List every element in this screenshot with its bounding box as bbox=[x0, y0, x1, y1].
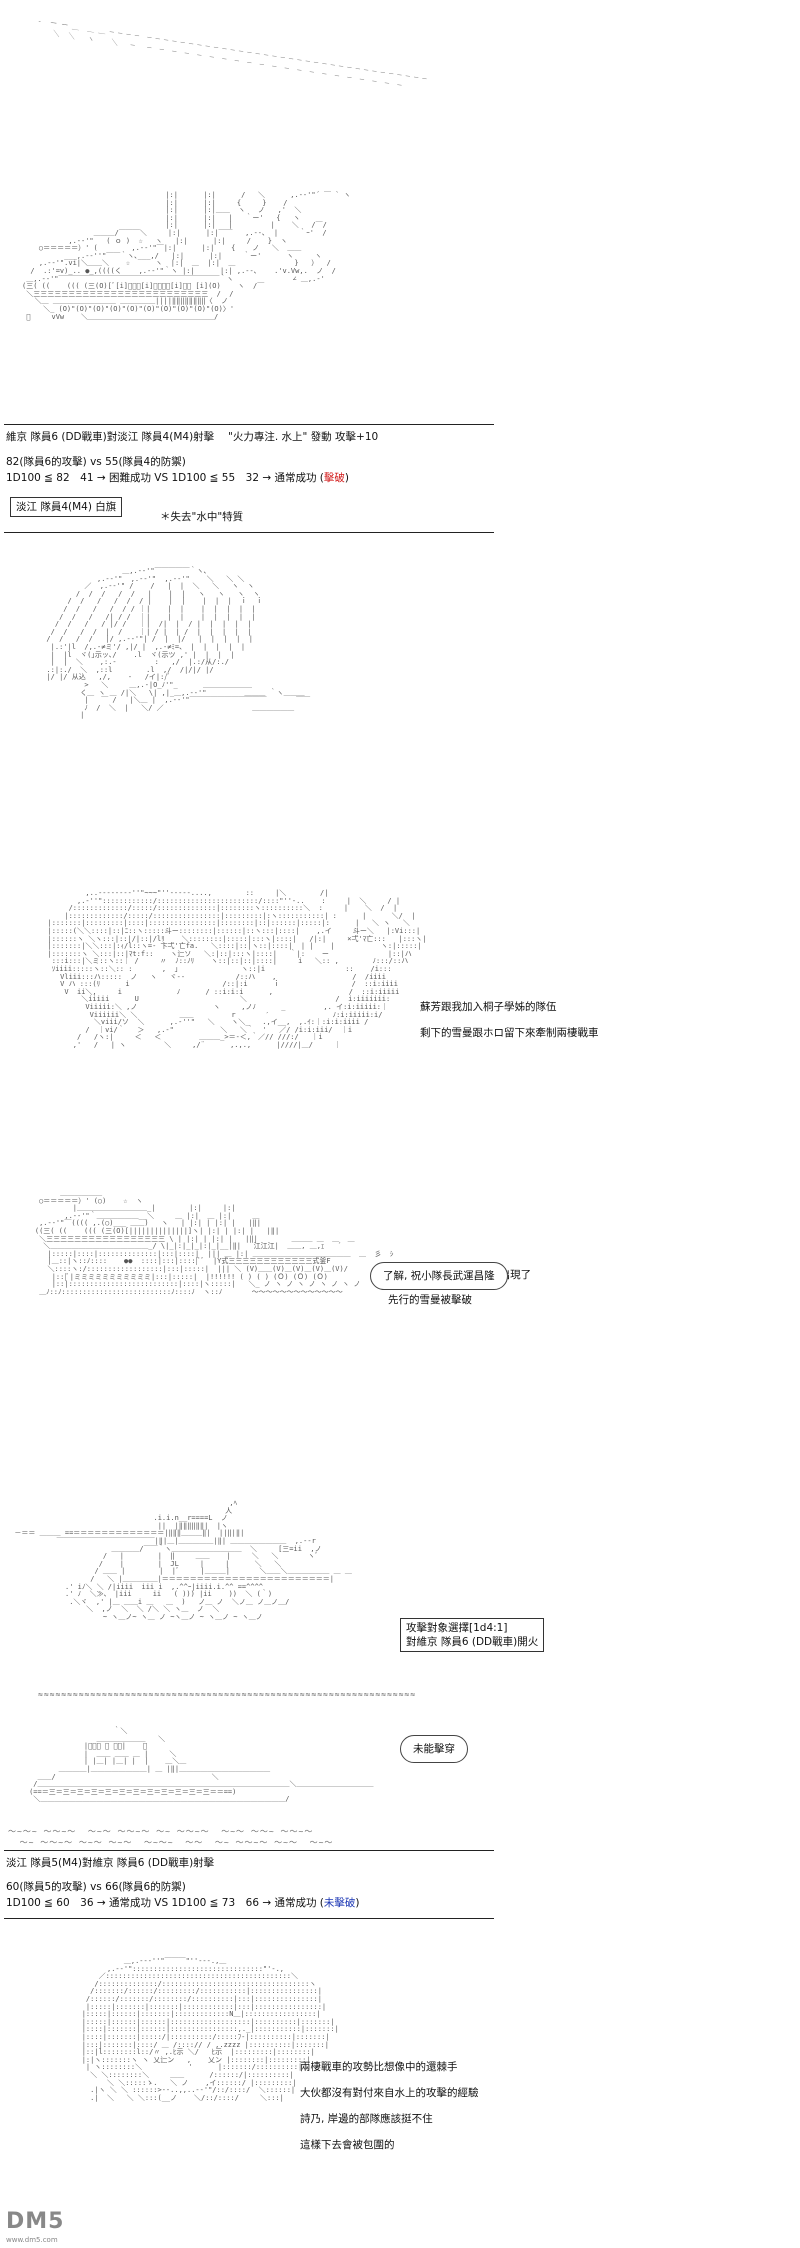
tank-hull-art: ｀＼ ＿＿＿＿＿＿＿ ＼ |ﾞ￣￣ ￣ ￣￣| ＼ | ＿＿ ＿＿ ＿ | ＼ … bbox=[29, 1727, 374, 1804]
narration-line: 這樣下去會被包圍的 bbox=[300, 2139, 395, 2151]
speech-bubble: 未能擊穿 bbox=[400, 1735, 468, 1763]
white-flag-box: 淡江 隊員4(M4) 白旗 bbox=[10, 497, 123, 517]
tank-aiming-art: ,ﾍ 人 .i.i.n__r====L ノ || |‖‖‖‖‖‖| |ヽ －＝＝… bbox=[14, 1499, 352, 1621]
result-destroyed: 擊破 bbox=[323, 472, 345, 484]
roll-line: 1D100 ≦ 60 36 → 通常成功 VS 1D100 ≦ 73 66 → … bbox=[6, 1896, 360, 1910]
wave-line: ≈≈≈≈≈≈≈≈≈≈≈≈≈≈≈≈≈≈≈≈≈≈≈≈≈≈≈≈≈≈≈≈≈≈≈≈≈≈≈≈… bbox=[38, 1690, 417, 1699]
two-girls-art: ,..-----‐‐‐''"~~~"''‐‐---...., :: |＼ /| … bbox=[47, 889, 427, 1049]
battle-line: 維京 隊員6 (DD戰車)對淡江 隊員4(M4)射擊 "火力專注. 水上" 發動… bbox=[6, 431, 379, 443]
roll-text: 1D100 ≦ 82 41 → 困難成功 VS 1D100 ≦ 55 32 → … bbox=[6, 472, 324, 484]
divider bbox=[4, 1850, 494, 1851]
roll-line: 1D100 ≦ 82 41 → 困難成功 VS 1D100 ≦ 55 32 → … bbox=[6, 471, 349, 485]
narration-line: 蘇芳跟我加入桐子學姊的隊伍 bbox=[420, 1001, 557, 1013]
stat-line: 82(隊員6的攻擊) vs 55(隊員4的防禦) bbox=[6, 456, 186, 468]
worried-girl-art: ＿,.-‐‐''"￣￣￣"''‐‐-.,＿ ,.-‐'"::::::::::::… bbox=[81, 1957, 339, 2102]
roll-text: 1D100 ≦ 60 36 → 通常成功 VS 1D100 ≦ 73 66 → … bbox=[6, 1897, 324, 1909]
battle-line: 淡江 隊員5(M4)對維京 隊員6 (DD戰車)射擊 bbox=[6, 1857, 215, 1869]
divider bbox=[4, 424, 494, 425]
target-fire: 對維京 隊員6 (DD戰車)開火 bbox=[406, 1636, 539, 1648]
site-url: www.dm5.com bbox=[6, 2236, 58, 2244]
stat-line: 60(隊員5的攻擊) vs 66(隊員6的防禦) bbox=[6, 1881, 186, 1893]
water-surface: ～~～~ ～～~～ ～~～ ～～~～ ～~ ～～~～ ～~～ ～～~ ～～~～ … bbox=[8, 1827, 334, 1847]
speech-bubble: 了解, 祝小隊長武運昌隆 bbox=[370, 1262, 508, 1290]
narration-line: 大伙都沒有對付來自水上的攻擊的經驗 bbox=[300, 2087, 479, 2099]
roll-close: ) bbox=[355, 1897, 360, 1909]
narration-line: 詩乃, 岸邊的部隊應該挺不住 bbox=[300, 2113, 433, 2125]
tank-firing-art: |:| |:| / ＼ ,.-‐'"´ ￣ ` ヽ |:| |:| { } / … bbox=[22, 191, 351, 321]
narration-line: 兩棲戰車的攻勢比想像中的還棘手 bbox=[300, 2061, 458, 2073]
site-logo: DM5 bbox=[6, 2209, 65, 2234]
tank-in-water-art: ＿＿＿＿＿＿ ○＝＝＝＝＝）' (○) ☆ ヽ |＿＿＿＿＿＿＿＿＿＿_| |:… bbox=[34, 1189, 394, 1296]
girl-with-tank-art: ＿,.-‐'"￣￣￣￣￣｀ヽ､ ,.-‐'" ,.-‐'" ,.-‐'" ＼ ＼… bbox=[38, 567, 531, 1306]
shell-streak-art: - ー ー ＿ ＿ ＿ ─ ─ ─ ─ ─ ─ ─ ─ ─ ─ ─ ─ ─ ─ … bbox=[27, 15, 428, 90]
narration-line: 剩下的雪曼跟ホロ留下來牽制兩棲戰車 bbox=[420, 1027, 599, 1039]
result-not-destroyed: 未擊破 bbox=[323, 1897, 356, 1909]
divider bbox=[4, 1918, 494, 1919]
narration-line: 先行的雪曼被擊破 bbox=[388, 1294, 472, 1306]
target-box: 攻擊對象選擇[1d4:1] 對維京 隊員6 (DD戰車)開火 bbox=[400, 1618, 545, 1652]
trait-note: ＊失去"水中"特質 bbox=[160, 511, 244, 523]
roll-close: ) bbox=[344, 472, 350, 484]
target-roll: 攻擊對象選擇[1d4:1] bbox=[406, 1622, 508, 1634]
divider bbox=[4, 532, 494, 533]
